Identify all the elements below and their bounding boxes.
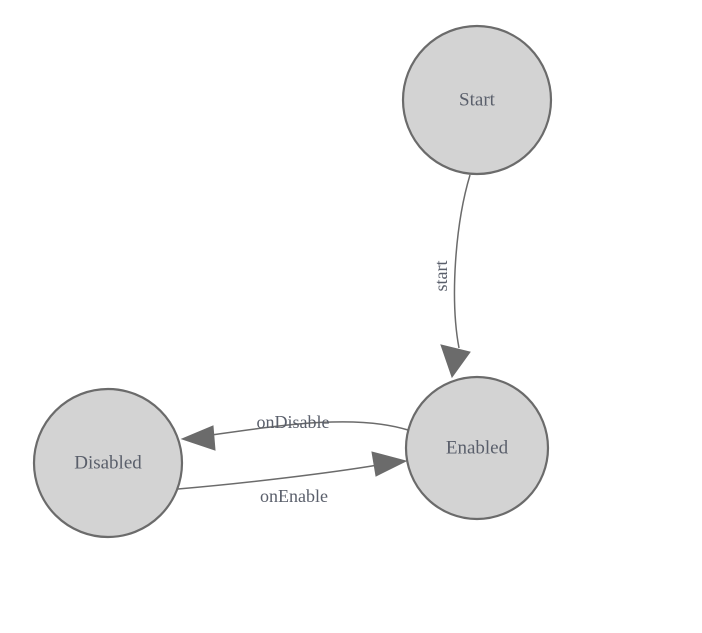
- edge-label-layer: start onDisable onEnable: [257, 261, 451, 507]
- node-start[interactable]: Start: [401, 24, 553, 176]
- edge-label-onenable: onEnable: [260, 486, 328, 506]
- arrowhead-icon: [371, 451, 408, 477]
- node-enabled[interactable]: Enabled: [404, 375, 550, 521]
- node-disabled-label: Disabled: [74, 452, 142, 473]
- node-enabled-label: Enabled: [446, 437, 509, 458]
- node-start-circle[interactable]: [401, 24, 553, 176]
- node-layer: Start Enabled Disabled: [32, 24, 553, 539]
- node-start-label: Start: [459, 89, 496, 110]
- edge-label-ondisable: onDisable: [257, 412, 330, 432]
- edge-start-enabled-path: [453, 174, 471, 349]
- edge-label-start: start: [431, 261, 451, 292]
- arrowhead-icon: [440, 344, 471, 379]
- edge-start-enabled[interactable]: [440, 174, 471, 379]
- edge-disabled-enabled-path: [177, 464, 379, 490]
- node-disabled-circle[interactable]: [32, 387, 184, 539]
- edge-enabled-disabled[interactable]: [180, 421, 409, 451]
- edge-layer: [177, 174, 471, 490]
- node-enabled-circle[interactable]: [404, 375, 550, 521]
- arrowhead-icon: [180, 425, 216, 451]
- edge-enabled-disabled-path: [196, 421, 409, 438]
- edge-disabled-enabled[interactable]: [177, 451, 408, 490]
- node-disabled[interactable]: Disabled: [32, 387, 184, 539]
